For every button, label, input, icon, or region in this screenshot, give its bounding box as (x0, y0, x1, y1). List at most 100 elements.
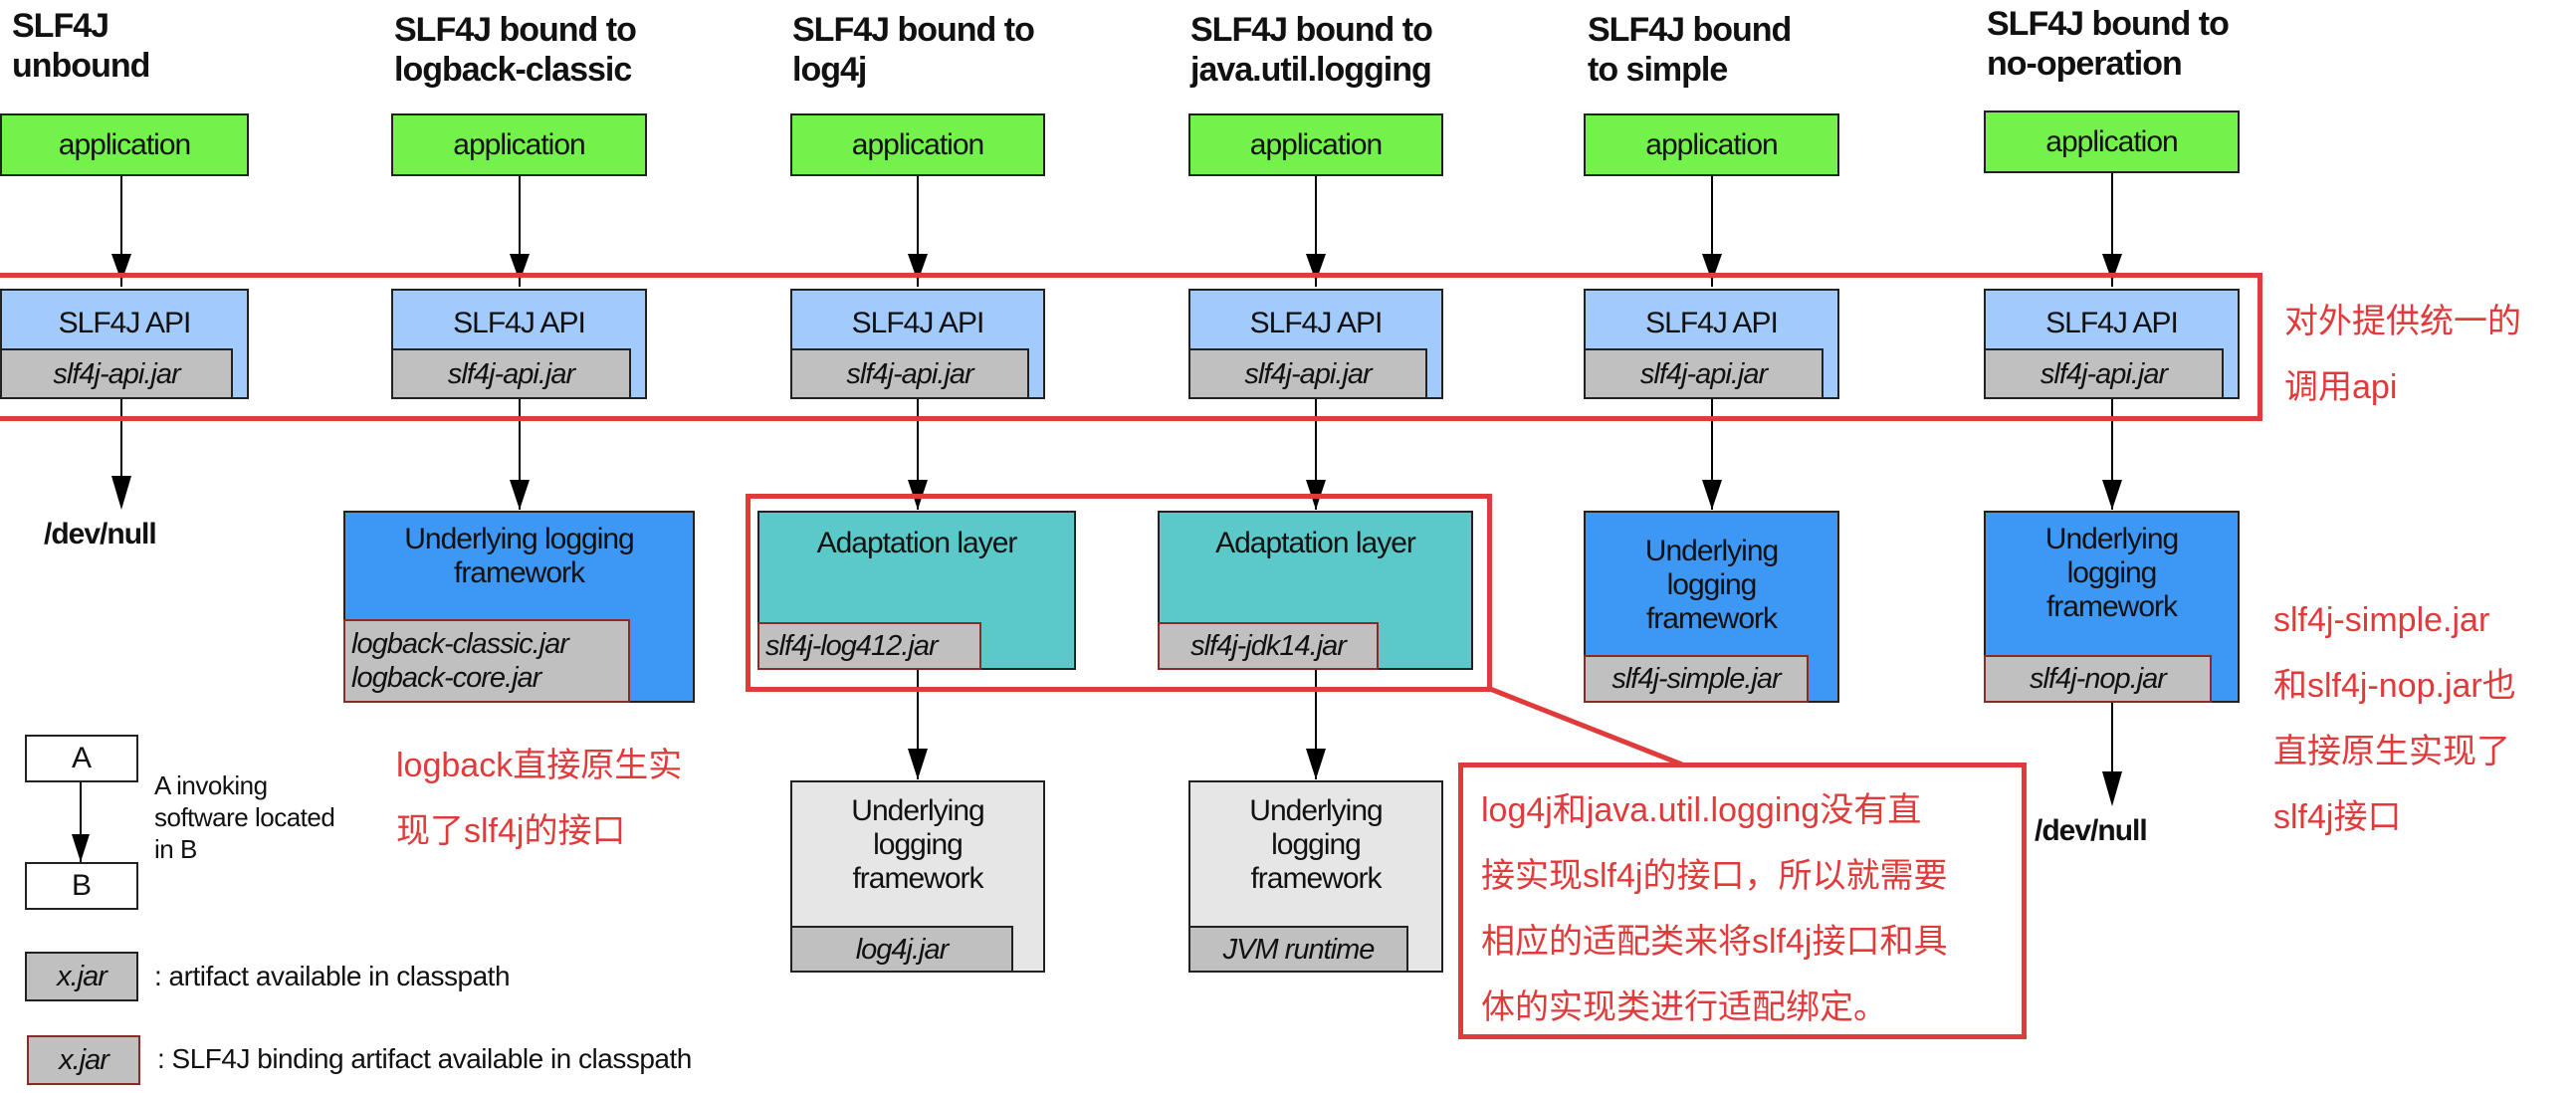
jar-label: JVM runtime (1222, 933, 1376, 966)
annotation-line: 现了slf4j的接口 (396, 812, 626, 850)
framework-label-line: Underlying (2044, 523, 2179, 555)
binding-jar-logback: logback-classic.jar logback-core.jar (343, 619, 630, 703)
title-line: SLF4J bound to (1987, 5, 2230, 43)
jar-label: slf4j-api.jar (447, 357, 575, 390)
title-line: SLF4J bound to (1190, 11, 1433, 49)
framework-label-line: logging (1666, 568, 1758, 601)
legend-box-b: B (25, 862, 138, 910)
jar-label: x.jar (59, 1044, 109, 1076)
arrowhead-icon (908, 254, 928, 282)
column-title-nop: SLF4J bound to no-operation (1987, 4, 2230, 84)
annotation-line: 对外提供统一的 (2284, 303, 2521, 340)
annotation-connector (1489, 686, 1683, 767)
jar-label: slf4j-api.jar (53, 357, 180, 390)
annotation-logback: logback直接原生实 现了slf4j的接口 (396, 733, 682, 864)
api-jar: slf4j-api.jar (1984, 348, 2224, 399)
api-jar: slf4j-api.jar (0, 348, 233, 399)
annotation-line: log4j和java.util.logging没有直 (1481, 791, 1922, 829)
arrowhead-icon (2102, 771, 2122, 806)
jar-label: slf4j-jdk14.jar (1190, 630, 1347, 662)
legend-artifact-text: : artifact available in classpath (154, 961, 511, 991)
jar-label: slf4j-simple.jar (1611, 663, 1781, 695)
title-line: log4j (792, 51, 867, 89)
arrows-api-to-next (111, 399, 2122, 510)
jar-label: slf4j-log412.jar (765, 630, 939, 662)
annotation-line: 接实现slf4j的接口，所以就需要 (1481, 857, 1948, 895)
legend-box-label: A (71, 742, 92, 774)
api-jar: slf4j-api.jar (790, 348, 1029, 399)
legend-jar-binding: x.jar (27, 1035, 140, 1085)
annotation-line: 和slf4j-nop.jar也 (2273, 667, 2516, 705)
application-label: application (2045, 124, 2178, 158)
legend-line: in B (154, 834, 197, 864)
arrowhead-icon (2102, 480, 2122, 510)
application-box: application (1188, 113, 1443, 176)
framework-label-line: Underlying (1644, 535, 1779, 567)
column-title-unbound: SLF4J unbound (12, 6, 150, 86)
adaptation-label: Adaptation layer (816, 527, 1018, 559)
arrowhead-icon (2102, 254, 2122, 282)
application-box: application (391, 113, 647, 176)
application-box: application (790, 113, 1045, 176)
devnull-label: /dev/null (2035, 814, 2148, 847)
api-jar: slf4j-api.jar (391, 348, 631, 399)
annotation-line: 直接原生实现了 (2273, 733, 2510, 770)
framework-jar-log4j: log4j.jar (790, 926, 1013, 973)
framework-label-line: framework (1250, 862, 1382, 895)
annotation-adapter-box: log4j和java.util.logging没有直 接实现slf4j的接口，所… (1458, 763, 2027, 1039)
binding-jar-log4j: slf4j-log412.jar (757, 622, 981, 670)
legend-line: A invoking (154, 770, 268, 800)
jar-label: x.jar (57, 961, 107, 992)
annotation-line: slf4j-simple.jar (2273, 601, 2490, 639)
api-label: SLF4J API (2045, 307, 2179, 339)
framework-label-line: framework (852, 862, 983, 895)
arrows-app-to-api (111, 173, 2122, 287)
adaptation-highlight-frame (746, 494, 1492, 692)
annotation-line: 调用api (2284, 368, 2398, 406)
framework-label-line: logging (1271, 828, 1362, 861)
legend-box-a: A (25, 735, 138, 782)
jar-label: log4j.jar (855, 933, 950, 966)
framework-jar-jul: JVM runtime (1188, 926, 1408, 973)
arrowhead-icon (908, 749, 928, 779)
title-line: SLF4J bound to (394, 11, 637, 49)
title-line: java.util.logging (1190, 51, 1432, 89)
api-label: SLF4J API (453, 307, 586, 339)
jar-label: logback-classic.jar (351, 628, 569, 660)
devnull-label: /dev/null (44, 518, 157, 550)
title-line: no-operation (1987, 45, 2183, 83)
arrowhead-icon (1702, 254, 1722, 282)
framework-label-line: logging (2066, 556, 2158, 589)
legend-box-label: B (71, 869, 92, 902)
jar-label: slf4j-api.jar (1639, 357, 1768, 390)
jar-label: slf4j-api.jar (846, 357, 973, 390)
arrowhead-icon (1306, 254, 1326, 282)
binding-jar-nop: slf4j-nop.jar (1984, 655, 2212, 703)
api-jar: slf4j-api.jar (1188, 348, 1427, 399)
application-box: application (0, 113, 249, 176)
application-label: application (1249, 127, 1383, 161)
api-label: SLF4J API (1249, 307, 1384, 339)
binding-jar-jul: slf4j-jdk14.jar (1158, 622, 1379, 670)
arrowhead-icon (1306, 749, 1326, 779)
application-box: application (1584, 113, 1839, 176)
api-jar: slf4j-api.jar (1584, 348, 1824, 399)
framework-label-line: Underlying logging (404, 523, 634, 555)
title-line: SLF4J (12, 7, 109, 45)
application-box: application (1984, 110, 2240, 173)
title-line: SLF4J bound (1588, 11, 1792, 49)
jar-label: slf4j-nop.jar (2030, 663, 2167, 695)
annotation-line: slf4j接口 (2273, 798, 2402, 836)
application-label: application (58, 127, 191, 161)
api-highlight-frame (0, 273, 2262, 421)
api-label: SLF4J API (851, 307, 985, 339)
jar-label: slf4j-api.jar (1244, 357, 1372, 390)
arrowhead-icon (1702, 480, 1722, 510)
framework-label-line: framework (2045, 590, 2178, 623)
legend-line: software located (154, 802, 335, 832)
application-label: application (1645, 127, 1778, 161)
title-line: unbound (12, 47, 150, 85)
arrowhead-icon (510, 254, 530, 282)
annotation-line: 相应的适配类来将slf4j接口和具 (1481, 923, 1948, 961)
